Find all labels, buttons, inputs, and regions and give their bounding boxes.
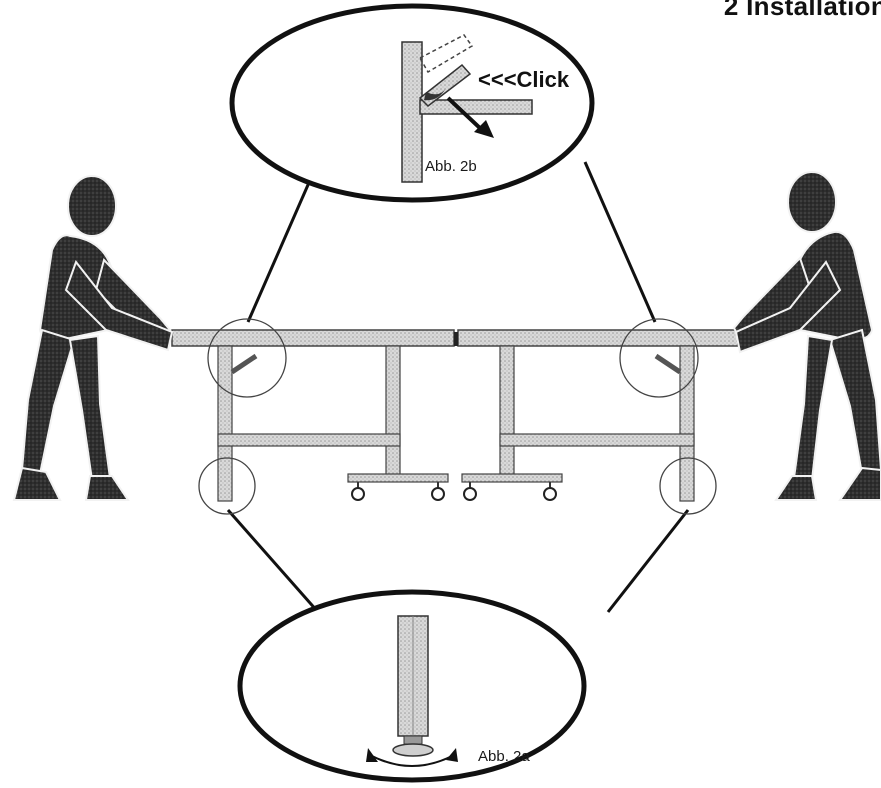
table-tennis-table <box>171 329 739 502</box>
leg-post-detail <box>401 41 423 183</box>
click-label: <<<Click <box>478 67 570 92</box>
right-person-figure <box>732 171 881 501</box>
detail-highlight-circles <box>198 318 717 515</box>
rail-detail <box>419 99 533 115</box>
callout-top-oval: <<<Click Abb. 2b <box>229 3 595 203</box>
arrow-down-right-icon <box>446 96 494 138</box>
figure-caption-2a: Abb. 2a <box>478 748 530 765</box>
left-person-figure <box>12 175 174 501</box>
callout-bottom-oval: Abb. 2a <box>237 589 587 783</box>
callout-connectors <box>226 161 690 613</box>
figure-caption-2b: Abb. 2b <box>425 158 477 175</box>
rotate-arrows-icon <box>366 748 458 767</box>
section-title: 2 Installation <box>723 0 881 21</box>
